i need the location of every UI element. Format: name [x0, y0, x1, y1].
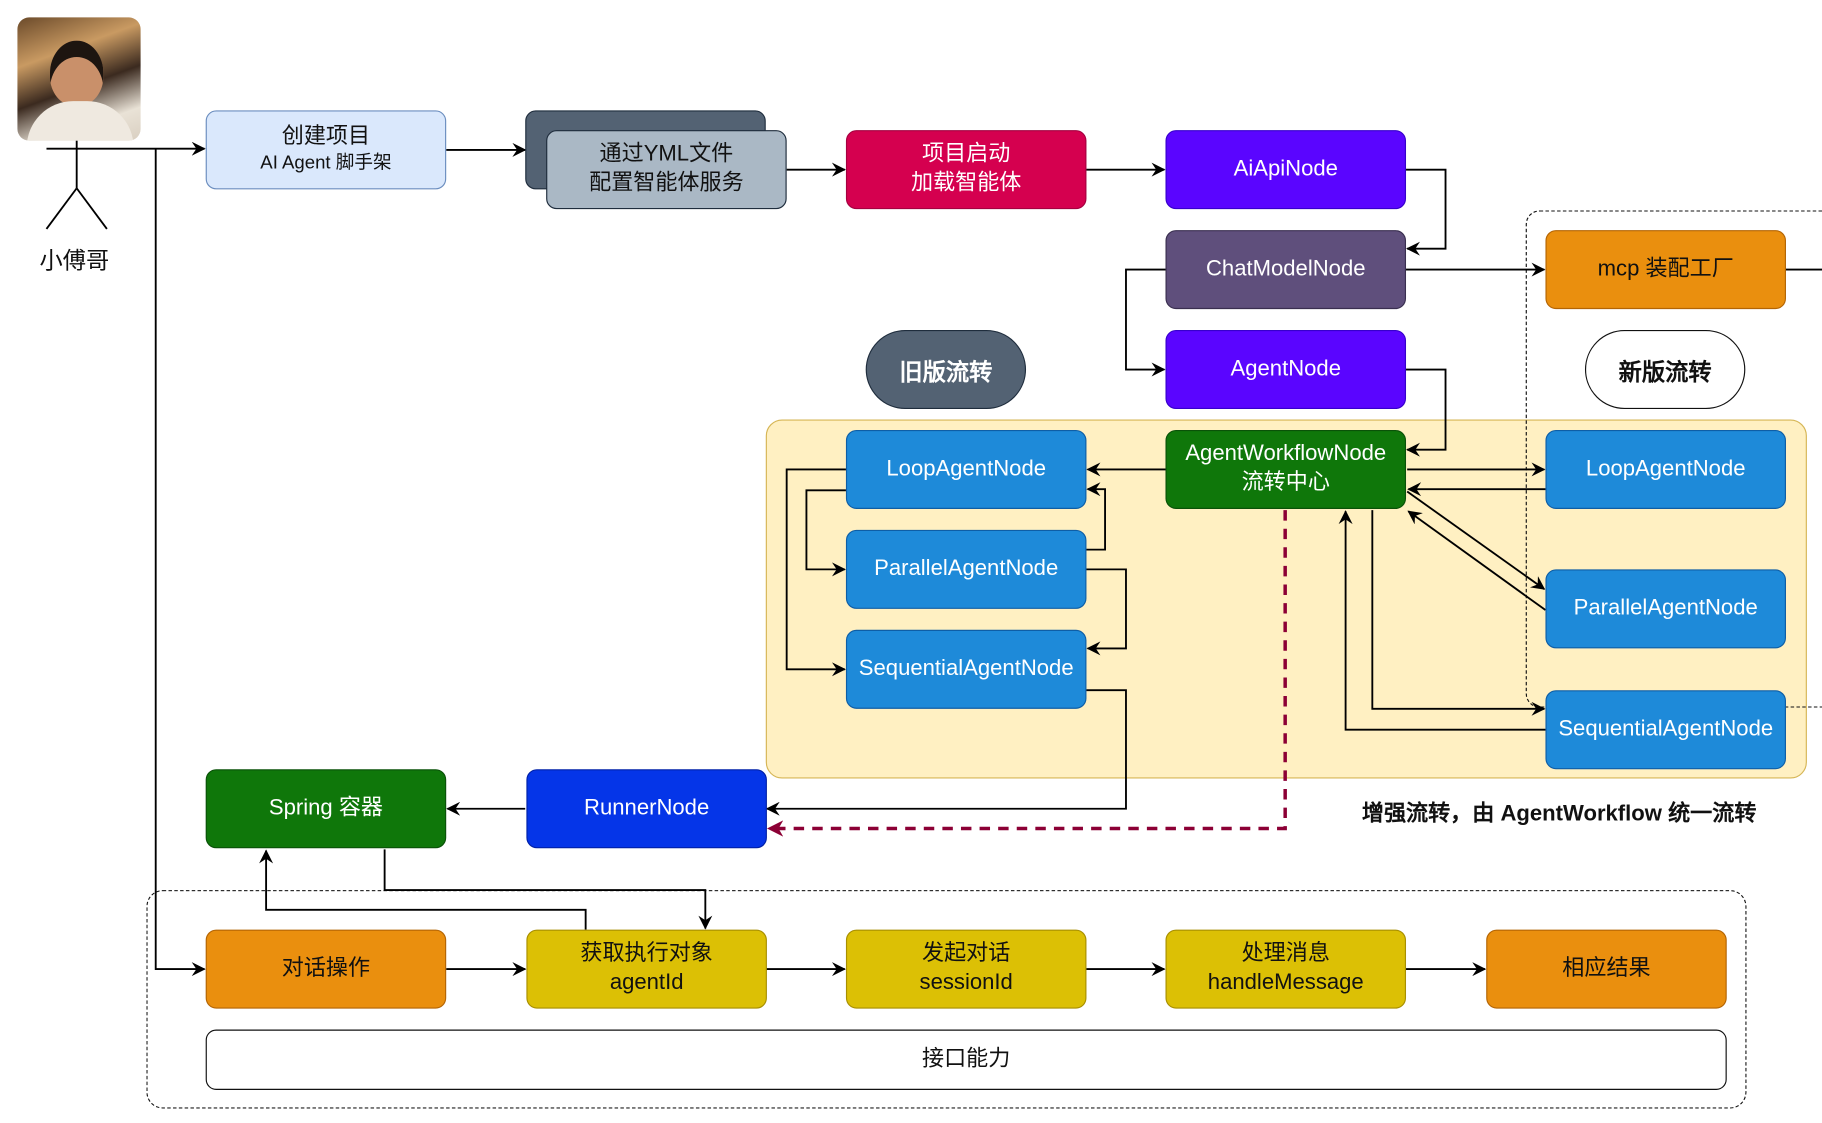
response-result-node[interactable]: 相应结果 — [1486, 929, 1727, 1009]
legacy-flow-badge-label: 旧版流转 — [899, 359, 993, 386]
spring-container-label: Spring 容器 — [268, 795, 383, 820]
project-start-line1: 项目启动 — [922, 142, 1011, 167]
legacy-flow-badge: 旧版流转 — [865, 330, 1027, 410]
avatar-shirt — [26, 101, 134, 141]
modern-flow-badge: 新版流转 — [1584, 330, 1746, 410]
response-result-label: 相应结果 — [1562, 955, 1651, 981]
edge-aiapi-chatmodel — [1406, 168, 1447, 256]
chat-model-node-label: ChatModelNode — [1205, 256, 1366, 281]
runner-node[interactable]: RunnerNode — [526, 769, 767, 849]
edge-workflow-runner-dashed — [766, 510, 1287, 837]
edge-chatmodel-agent — [1125, 268, 1166, 377]
legacy-sequential-label: SequentialAgentNode — [858, 656, 1074, 681]
modern-sequential-agent-node[interactable]: SequentialAgentNode — [1545, 690, 1786, 770]
avatar — [17, 17, 141, 141]
start-chat-node[interactable]: 发起对话 sessionId — [845, 929, 1087, 1009]
modern-sequential-label: SequentialAgentNode — [1558, 716, 1774, 741]
ai-api-node[interactable]: AiApiNode — [1165, 130, 1407, 210]
start-chat-line1: 发起对话 — [922, 941, 1011, 966]
edge-spring-getexec — [383, 849, 713, 930]
edge-getexec-spring — [259, 849, 587, 930]
edge-actor-chatop — [154, 148, 206, 977]
edge-newsequential-workflow — [1338, 510, 1546, 731]
edge-workflow-newsequential — [1371, 510, 1546, 716]
runner-node-label: RunnerNode — [584, 795, 710, 820]
edge-newparallel-workflow — [1407, 510, 1547, 611]
legacy-parallel-label: ParallelAgentNode — [874, 556, 1059, 581]
create-project-node[interactable]: 创建项目 AI Agent 脚手架 — [205, 110, 447, 190]
edge-parallel-loop — [1086, 482, 1106, 551]
handle-message-line2: handleMessage — [1207, 970, 1364, 995]
chat-operation-label: 对话操作 — [281, 955, 371, 981]
get-executor-line1: 获取执行对象 — [580, 941, 713, 966]
modern-loop-agent-node[interactable]: LoopAgentNode — [1545, 429, 1786, 509]
legacy-parallel-agent-node[interactable]: ParallelAgentNode — [845, 529, 1087, 609]
edge-parallel-sequential — [1086, 568, 1127, 656]
edge-sequential-runner — [765, 689, 1127, 816]
actor-leg-left — [45, 187, 78, 230]
yml-config-line1: 通过YML文件 — [599, 142, 734, 167]
edge-loop-parallel — [805, 489, 846, 577]
mcp-factory-node[interactable]: mcp 装配工厂 — [1545, 230, 1786, 310]
project-start-node[interactable]: 项目启动 加载智能体 — [845, 130, 1087, 210]
modern-parallel-agent-node[interactable]: ParallelAgentNode — [1545, 569, 1786, 649]
yml-config-node[interactable]: 通过YML文件 配置智能体服务 — [546, 130, 787, 210]
agent-node[interactable]: AgentNode — [1165, 330, 1407, 410]
create-project-title: 创建项目 — [281, 124, 371, 150]
start-chat-line2: sessionId — [919, 970, 1013, 995]
edge-loop-sequential — [785, 468, 846, 677]
agent-workflow-node-subtitle: 流转中心 — [1241, 470, 1330, 496]
legacy-loop-agent-node[interactable]: LoopAgentNode — [845, 429, 1087, 509]
interface-region — [146, 890, 1747, 1109]
handle-message-line1: 处理消息 — [1241, 941, 1330, 966]
modern-flow-caption: 增强流转，由 AgentWorkflow 统一流转 — [1361, 801, 1757, 827]
agent-node-label: AgentNode — [1230, 356, 1341, 381]
chat-operation-node[interactable]: 对话操作 — [205, 929, 447, 1009]
actor-leg-right — [75, 187, 108, 230]
agent-workflow-node-title: AgentWorkflowNode — [1185, 441, 1387, 467]
ai-api-node-label: AiApiNode — [1233, 156, 1338, 181]
get-executor-line2: agentId — [609, 970, 684, 995]
interface-capability-label: 接口能力 — [922, 1046, 1011, 1071]
mcp-factory-label: mcp 装配工厂 — [1597, 256, 1734, 281]
yml-config-line2: 配置智能体服务 — [589, 170, 744, 196]
modern-parallel-label: ParallelAgentNode — [1573, 595, 1758, 621]
legacy-loop-label: LoopAgentNode — [886, 456, 1046, 481]
chat-model-node[interactable]: ChatModelNode — [1165, 230, 1407, 310]
agent-workflow-node[interactable]: AgentWorkflowNode 流转中心 — [1165, 429, 1407, 509]
avatar-face — [49, 40, 104, 106]
interface-capability-bar[interactable]: 接口能力 — [205, 1029, 1727, 1090]
spring-container-node[interactable]: Spring 容器 — [205, 769, 447, 849]
create-project-subtitle: AI Agent 脚手架 — [260, 153, 392, 174]
modern-loop-label: LoopAgentNode — [1585, 456, 1746, 481]
actor-name: 小傅哥 — [39, 248, 110, 275]
edge-workflow-newparallel — [1406, 490, 1546, 590]
handle-message-node[interactable]: 处理消息 handleMessage — [1165, 929, 1407, 1009]
project-start-line2: 加载智能体 — [910, 170, 1022, 196]
get-executor-node[interactable]: 获取执行对象 agentId — [526, 929, 767, 1009]
edge-agent-workflow — [1406, 368, 1447, 457]
modern-flow-badge-label: 新版流转 — [1618, 359, 1712, 386]
legacy-sequential-agent-node[interactable]: SequentialAgentNode — [845, 629, 1087, 709]
